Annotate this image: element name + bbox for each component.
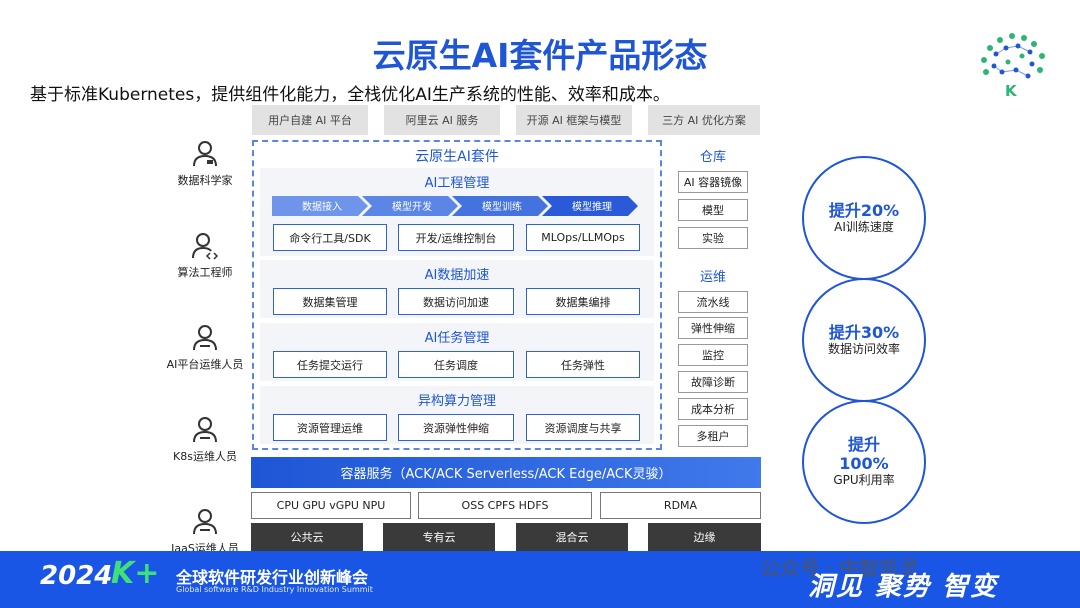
flow-arrow-4	[542, 196, 638, 216]
repo-item-container-image: AI 容器镜像	[678, 171, 748, 193]
footer-slogan: 洞见 聚势 智变	[808, 572, 999, 602]
box-task-elastic: 任务弹性	[526, 351, 640, 378]
metric-label: AI训练速度	[834, 219, 894, 234]
ops-item-diagnosis: 故障诊断	[678, 371, 748, 393]
box-dataset-orchestration: 数据集编排	[526, 288, 640, 315]
metric-data-access: 提升30% 数据访问效率	[802, 278, 926, 402]
role-label: 数据科学家	[177, 174, 233, 187]
role-iaas-ops: IaaS运维人员	[160, 508, 250, 556]
section-title: 异构算力管理	[417, 394, 496, 409]
footer-summit-name-en: Global software R&D Industry Innovation …	[176, 585, 373, 594]
ops-item-autoscale: 弹性伸缩	[678, 317, 748, 339]
footer-year: 2024	[40, 561, 113, 591]
ops-item-multi-tenant: 多租户	[678, 425, 748, 447]
person-wrench-icon	[193, 509, 217, 535]
role-ai-platform-ops: AI平台运维人员	[160, 324, 250, 372]
repo-item-experiment: 实验	[678, 227, 748, 249]
metric-value: 提升30%	[828, 322, 900, 342]
box-mlops: MLOps/LLMOps	[526, 224, 640, 251]
brand-logo: K	[972, 26, 1054, 106]
box-dev-console: 开发/运维控制台	[398, 224, 514, 251]
box-cli-sdk: 命令行工具/SDK	[273, 224, 387, 251]
brain-dots-icon	[981, 33, 1045, 79]
role-data-scientist: 数据科学家	[160, 140, 250, 188]
wechat-watermark: 公众号 · 中智凯灵	[760, 556, 920, 580]
person-wrench-icon	[193, 417, 217, 443]
footer-summit-name: 全球软件研发行业创新峰会	[176, 568, 369, 587]
metric-value: 提升20%	[828, 200, 900, 220]
box-dataset-mgmt: 数据集管理	[273, 288, 387, 315]
flow-arrow-3	[452, 196, 548, 216]
flow-label: 模型推理	[572, 200, 612, 213]
page-title: 云原生AI套件产品形态	[372, 36, 708, 75]
ops-item-cost-analysis: 成本分析	[678, 398, 748, 420]
ops-title: 运维	[699, 270, 726, 285]
cloud-public: 公共云	[251, 523, 363, 551]
section-title: AI工程管理	[424, 176, 490, 191]
person-icon	[193, 141, 217, 167]
top-box-self-built-ai-platform: 用户自建 AI 平台	[252, 105, 368, 135]
logo-letter: K	[1005, 82, 1017, 100]
box-task-submit: 任务提交运行	[273, 351, 387, 378]
metric-value: 提升	[847, 435, 880, 455]
metric-label: 数据访问效率	[827, 341, 900, 356]
box-task-schedule: 任务调度	[398, 351, 514, 378]
box-resource-ops: 资源管理运维	[273, 414, 387, 441]
hw-network: RDMA	[600, 492, 761, 519]
metric-gpu-utilization: 提升 100% GPU利用率	[802, 400, 926, 524]
flow-arrow-1	[272, 196, 368, 216]
box-resource-share: 资源调度与共享	[526, 414, 640, 441]
ops-item-pipeline: 流水线	[678, 291, 748, 313]
cloud-edge: 边缘	[648, 523, 761, 551]
ai-suite-title: 云原生AI套件	[415, 149, 499, 165]
flow-label: 数据接入	[302, 200, 342, 213]
role-k8s-ops: K8s运维人员	[160, 416, 250, 464]
ops-item-monitor: 监控	[678, 344, 748, 366]
page-subtitle: 基于标准Kubernetes，提供组件化能力，全栈优化AI生产系统的性能、效率和…	[30, 85, 670, 105]
person-wrench-icon	[193, 325, 217, 351]
role-label: 算法工程师	[177, 266, 233, 279]
metric-training-speed: 提升20% AI训练速度	[802, 156, 926, 280]
repo-title: 仓库	[699, 150, 726, 165]
footer-k-logo: K+	[111, 556, 160, 591]
metric-label: GPU利用率	[833, 473, 895, 488]
metric-value-2: 100%	[839, 454, 889, 474]
repo-item-model: 模型	[678, 199, 748, 221]
section-title: AI数据加速	[424, 268, 490, 283]
flow-label: 模型开发	[392, 200, 432, 213]
section-title: AI任务管理	[424, 331, 490, 346]
engineering-flow-arrows: 数据接入 模型开发 模型训练 模型推理	[272, 196, 638, 216]
hw-storage: OSS CPFS HDFS	[418, 492, 592, 519]
person-code-icon	[192, 233, 219, 260]
top-box-open-source-ai: 开源 AI 框架与模型	[516, 105, 632, 135]
cloud-private: 专有云	[383, 523, 495, 551]
box-resource-elastic: 资源弹性伸缩	[398, 414, 514, 441]
top-box-aliyun-ai-service: 阿里云 AI 服务	[384, 105, 500, 135]
role-label: AI平台运维人员	[166, 358, 244, 371]
role-label: K8s运维人员	[173, 450, 237, 463]
box-data-access-accel: 数据访问加速	[398, 288, 514, 315]
top-box-third-party-ai: 三方 AI 优化方案	[648, 105, 760, 135]
role-algorithm-engineer: 算法工程师	[160, 232, 250, 280]
container-service-bar: 容器服务（ACK/ACK Serverless/ACK Edge/ACK灵骏）	[251, 457, 761, 488]
flow-arrow-2	[362, 196, 458, 216]
hw-compute: CPU GPU vGPU NPU	[251, 492, 411, 519]
footer-bar	[0, 551, 1080, 608]
flow-label: 模型训练	[482, 200, 522, 213]
cloud-hybrid: 混合云	[516, 523, 628, 551]
ai-suite-frame	[252, 140, 662, 450]
